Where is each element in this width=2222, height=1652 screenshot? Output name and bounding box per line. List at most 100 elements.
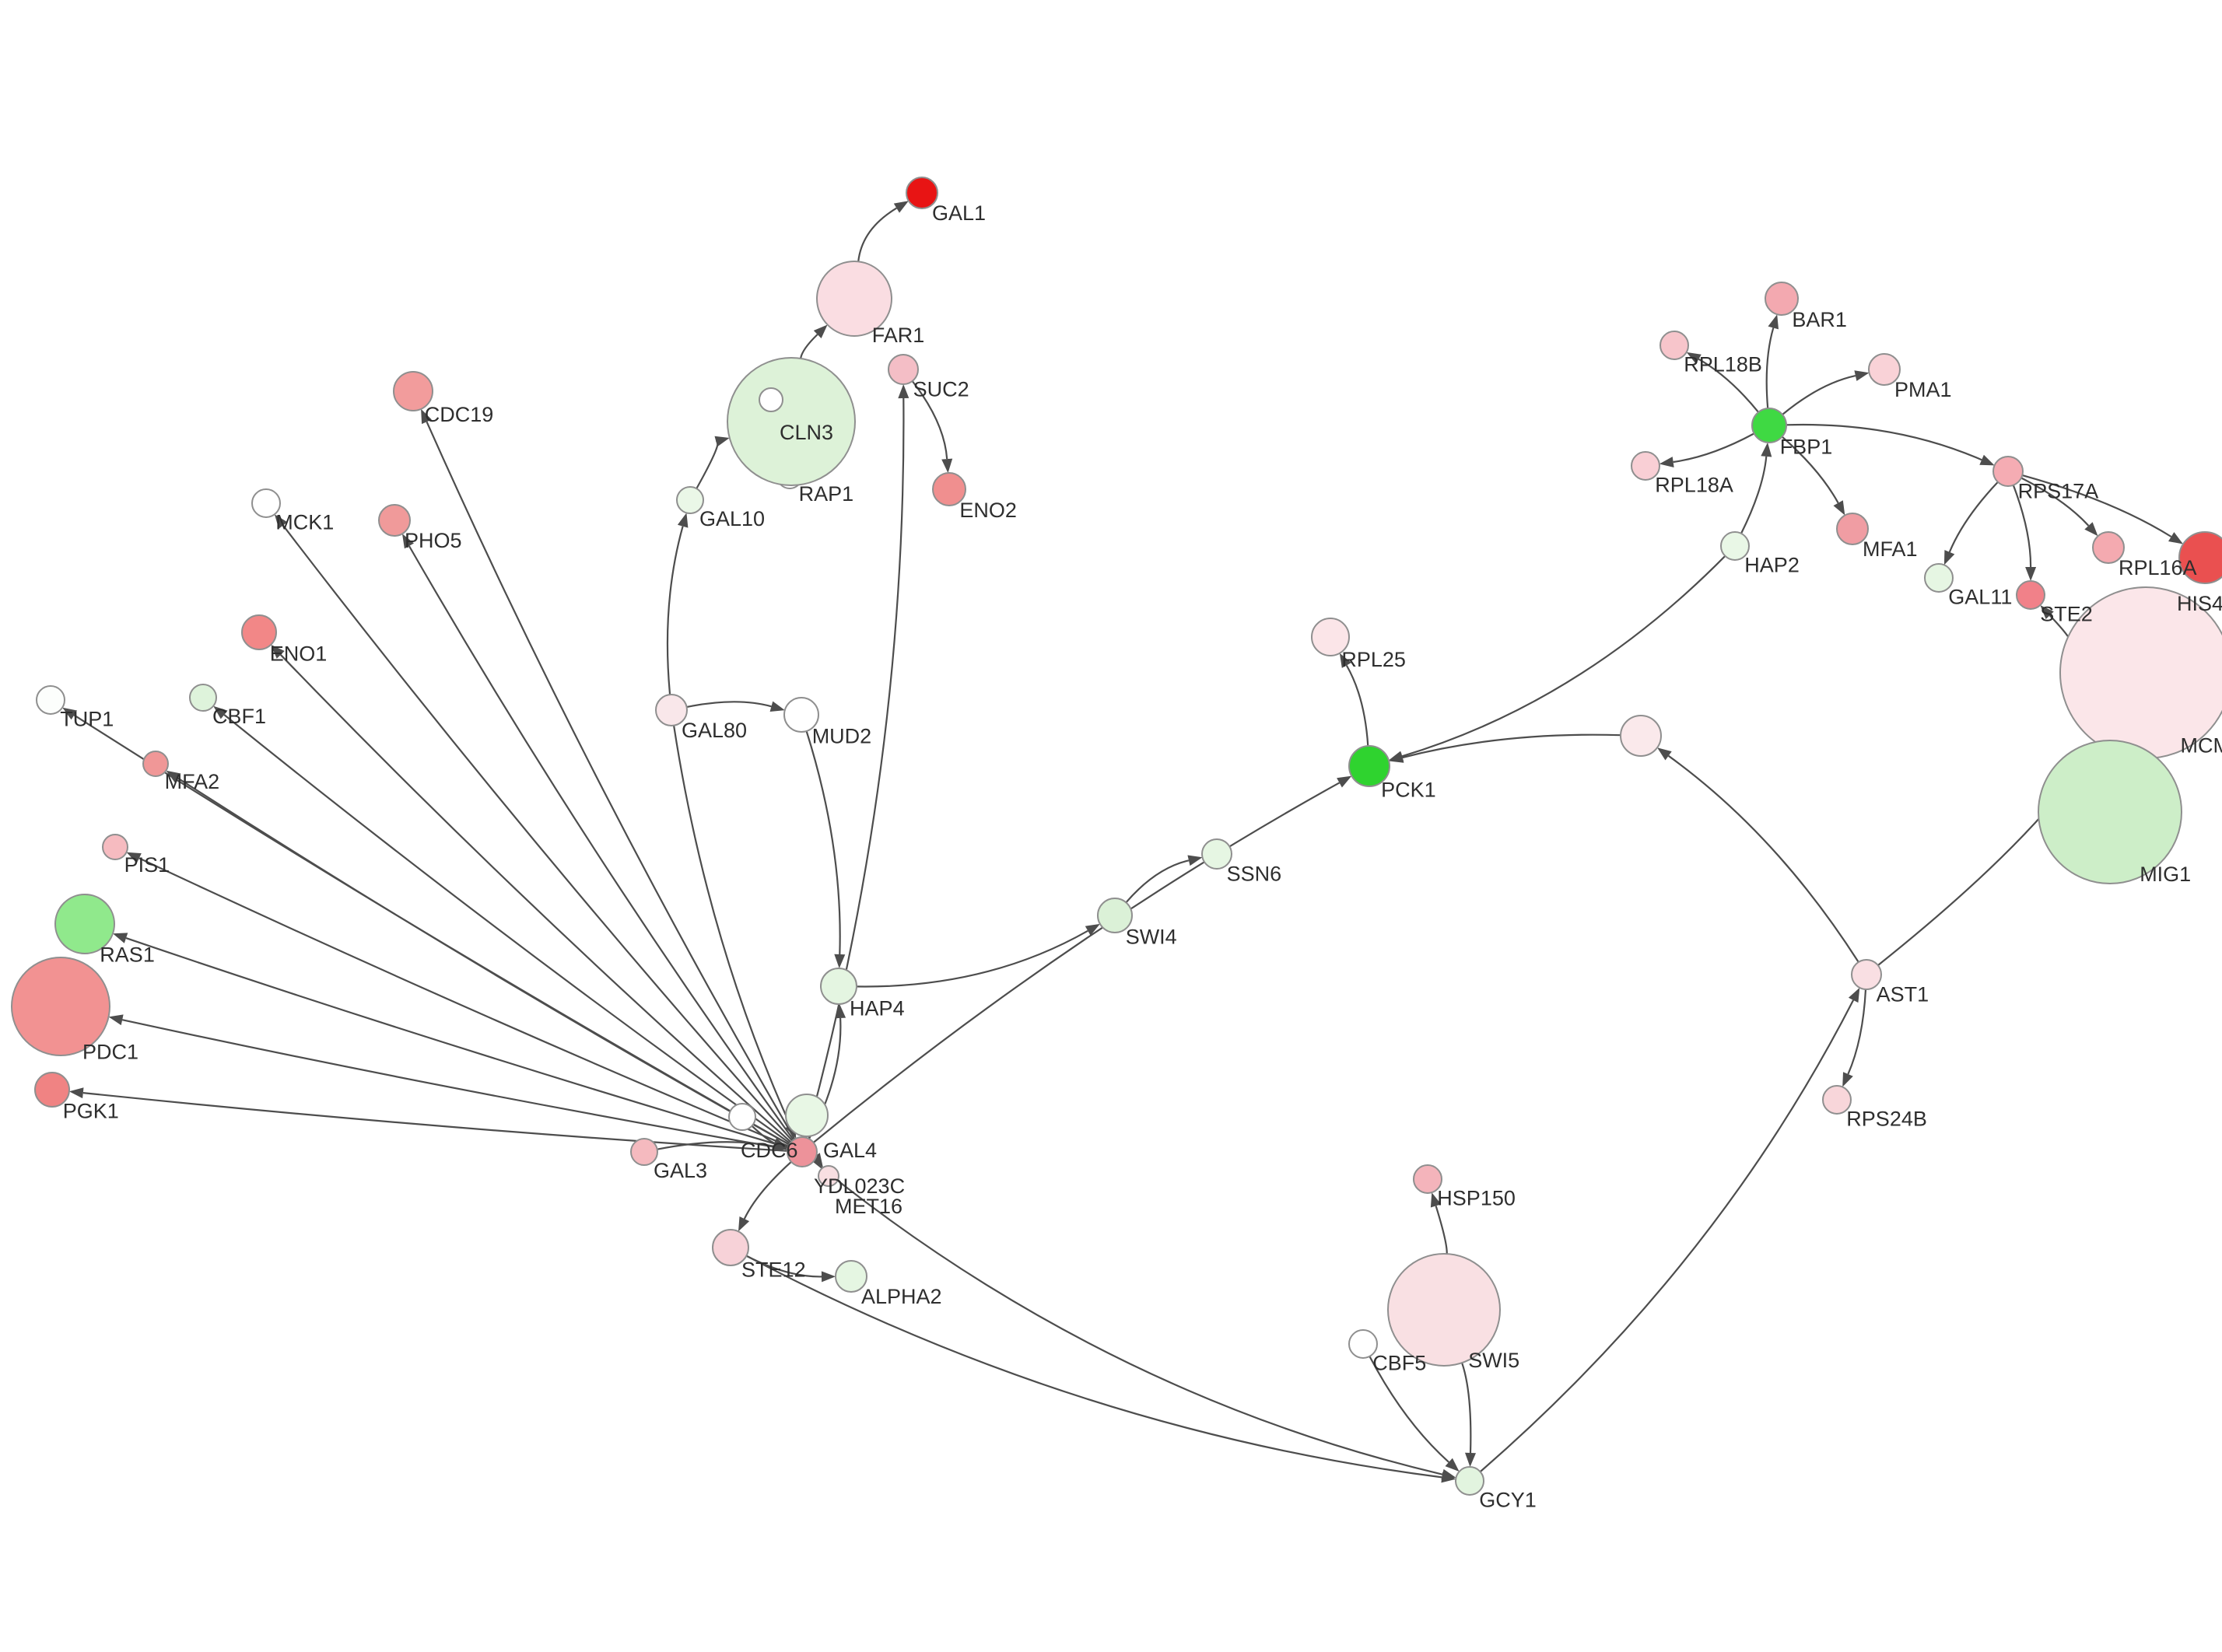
edge-line-hap2-pck1[interactable] [1401, 555, 1726, 758]
edge-line-gal4-pho5[interactable] [408, 545, 794, 1141]
node-ast1[interactable] [1851, 959, 1882, 990]
node-swi4[interactable] [1097, 898, 1133, 933]
edge-line-fbp1-pma1[interactable] [1782, 375, 1856, 415]
edge-line-rps17a-his4[interactable] [2022, 474, 2172, 537]
edge-gal4-mck1[interactable] [274, 514, 794, 1142]
node-eno2[interactable] [932, 472, 966, 506]
edge-rps17a-gal11[interactable] [1943, 481, 1999, 565]
node-pis1[interactable] [102, 834, 128, 860]
edge-gal4-mfa2[interactable] [166, 770, 790, 1146]
node-mfa2[interactable] [142, 751, 169, 777]
edge-gcy1-ast1[interactable] [1479, 987, 1860, 1473]
edge-gal4-suc2[interactable] [804, 384, 909, 1138]
edge-line-gal4-mfa2[interactable] [177, 777, 790, 1146]
node-rps17a[interactable] [1992, 456, 2024, 487]
edge-line-fbp1-rpl18b[interactable] [1698, 358, 1759, 413]
node-hsp150[interactable] [1413, 1164, 1442, 1194]
edge-cbf5-gcy1[interactable] [1369, 1356, 1460, 1472]
edge-line-gal4-pis1[interactable] [138, 857, 789, 1147]
edge-gal4-pdc1[interactable] [108, 1014, 788, 1150]
node-unk2[interactable] [1620, 715, 1662, 757]
node-pma1[interactable] [1868, 353, 1901, 386]
node-pdc1[interactable] [11, 957, 110, 1056]
node-cln3[interactable] [727, 357, 856, 486]
edge-line-gal4-pgk1[interactable] [82, 1092, 788, 1152]
node-suc2[interactable] [888, 354, 919, 385]
node-rpl18b[interactable] [1659, 331, 1689, 360]
edge-hap4-swi4[interactable] [856, 923, 1100, 988]
edge-gal80-mud2[interactable] [686, 701, 785, 712]
edge-ast1-rps24b[interactable] [1842, 989, 1867, 1087]
node-gal3[interactable] [630, 1138, 658, 1166]
edge-line-gal4-ras1[interactable] [125, 937, 789, 1149]
node-rpl18a[interactable] [1631, 451, 1660, 481]
edge-line-hap4-swi4[interactable] [856, 929, 1088, 988]
node-unk1[interactable] [759, 387, 783, 412]
edge-hap2-fbp1[interactable] [1740, 442, 1772, 534]
edge-swi5-hsp150[interactable] [1430, 1192, 1448, 1255]
node-cbf5[interactable] [1348, 1329, 1378, 1359]
edge-rps17a-ste2[interactable] [2012, 485, 2037, 581]
node-ssn6[interactable] [1201, 838, 1232, 870]
node-rps24b[interactable] [1822, 1085, 1852, 1115]
edge-line-gal4-pdc1[interactable] [121, 1019, 788, 1150]
edge-unk2-pck1[interactable] [1389, 733, 1621, 763]
edge-line-fbp1-rpl18a[interactable] [1673, 432, 1755, 464]
edge-gal4-cdc19[interactable] [421, 408, 796, 1140]
node-mud2[interactable] [783, 697, 819, 733]
edge-gal80-gal10[interactable] [666, 513, 689, 695]
edge-line-gal4-pck1[interactable] [813, 782, 1341, 1143]
edge-line-gal80-gal10[interactable] [666, 526, 684, 695]
edge-fbp1-mfa1[interactable] [1781, 436, 1845, 516]
node-mfa1[interactable] [1836, 513, 1869, 545]
edge-line-pck1-rpl25[interactable] [1345, 664, 1369, 747]
node-fbp1[interactable] [1751, 408, 1787, 443]
node-ste2[interactable] [2016, 580, 2045, 610]
edge-line-unk2-pck1[interactable] [1402, 733, 1621, 759]
node-swi5[interactable] [1387, 1253, 1501, 1367]
edge-line-suc2-eno2[interactable] [911, 380, 948, 460]
node-alpha2[interactable] [835, 1260, 867, 1293]
edge-gal4-pho5[interactable] [402, 534, 794, 1141]
node-ste12[interactable] [712, 1229, 749, 1266]
node-gal11[interactable] [1924, 563, 1954, 593]
node-eno1[interactable] [241, 614, 277, 650]
edge-line-gal4-mck1[interactable] [282, 524, 794, 1142]
edge-line-far1-gal1[interactable] [857, 207, 897, 262]
edge-gal4-pck1[interactable] [813, 775, 1352, 1143]
node-ydl023c[interactable] [785, 1094, 829, 1137]
edge-fbp1-rpl18b[interactable] [1686, 352, 1759, 413]
node-hap2[interactable] [1720, 531, 1750, 561]
edge-line-mud2-hap4[interactable] [805, 730, 841, 955]
edge-line-cbf5-gcy1[interactable] [1369, 1356, 1449, 1463]
edge-gal4-pgk1[interactable] [68, 1087, 788, 1152]
edge-line-gcy1-ast1[interactable] [1479, 999, 1855, 1473]
edge-line-gal4-gcy1[interactable] [813, 1160, 1443, 1475]
edge-line-gal4-cbf1[interactable] [223, 714, 791, 1144]
edge-line-ste12-gcy1[interactable] [745, 1255, 1442, 1479]
edge-line-ast1-unk2[interactable] [1667, 754, 1859, 963]
node-his4[interactable] [2178, 531, 2222, 584]
edge-line-gal4-eno1[interactable] [279, 654, 792, 1143]
node-tup1[interactable] [36, 685, 65, 715]
node-pho5[interactable] [378, 504, 411, 537]
edge-line-gal4-ste12[interactable] [743, 1160, 792, 1220]
edge-line-swi5-gcy1[interactable] [1461, 1362, 1472, 1454]
edge-gal4-eno1[interactable] [271, 644, 792, 1143]
edge-line-rps17a-ste2[interactable] [2012, 485, 2032, 568]
edge-gal10-cln3[interactable] [696, 436, 730, 489]
edge-gal4-cbf1[interactable] [213, 705, 791, 1144]
edge-line-ast1-rps24b[interactable] [1847, 989, 1867, 1075]
edge-gal4-ste12[interactable] [738, 1160, 792, 1232]
edge-gal4-gcy1[interactable] [813, 1160, 1456, 1480]
edge-line-ste12-alpha2[interactable] [745, 1255, 822, 1278]
node-ras1[interactable] [54, 894, 115, 954]
node-bar1[interactable] [1765, 282, 1799, 316]
edge-fbp1-pma1[interactable] [1782, 370, 1870, 415]
edge-line-hap2-fbp1[interactable] [1740, 456, 1768, 534]
node-rpl16a[interactable] [2092, 531, 2125, 564]
edge-pck1-rpl25[interactable] [1339, 653, 1369, 747]
edge-line-swi5-hsp150[interactable] [1435, 1206, 1448, 1255]
edge-line-gal80-mud2[interactable] [686, 701, 772, 709]
edge-line-cln3-far1[interactable] [800, 334, 818, 359]
